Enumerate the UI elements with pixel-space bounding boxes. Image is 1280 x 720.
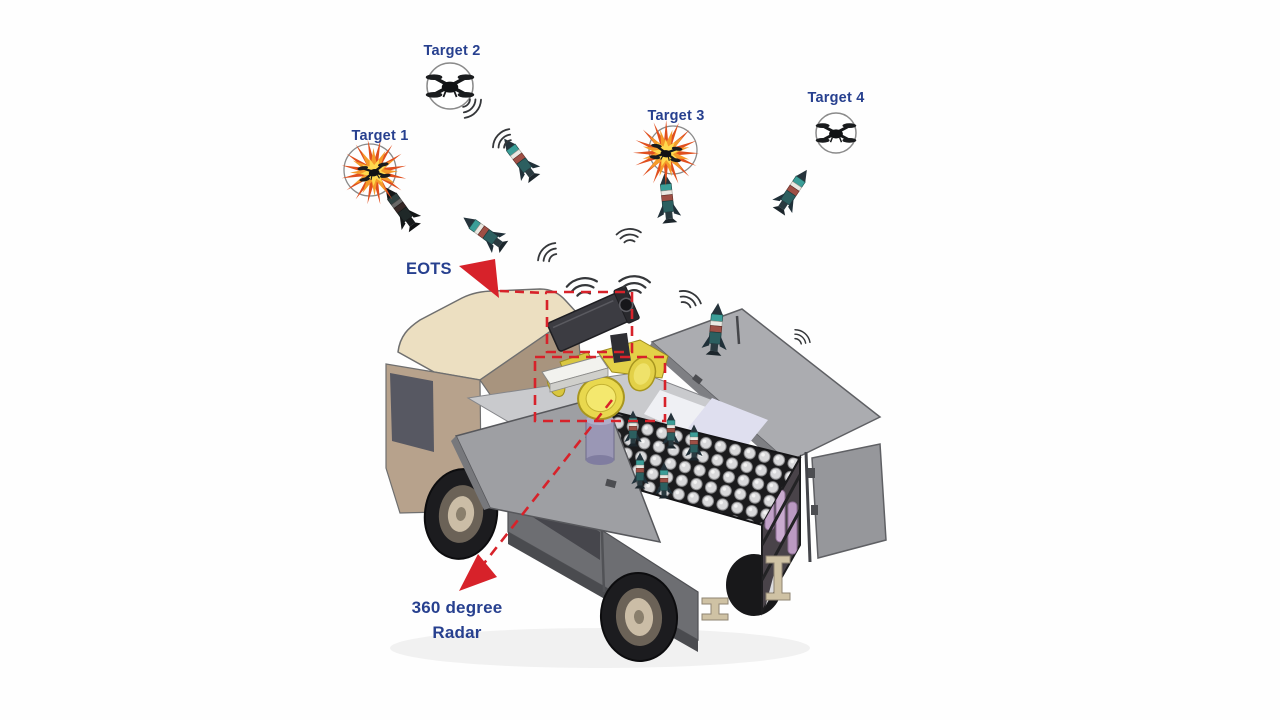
drone-target-4 (814, 112, 858, 154)
radar-callout-line (480, 399, 614, 567)
drone-target-2 (424, 62, 476, 110)
explosion-target-1 (341, 139, 426, 236)
eots-callout-box (545, 290, 634, 354)
explosion-target-3 (633, 120, 699, 225)
label-target-4: Target 4 (807, 90, 865, 106)
ground-shadow (390, 628, 810, 668)
rear-door (804, 443, 887, 563)
eots-mount (610, 332, 631, 363)
middle-wheel (599, 572, 679, 662)
label-360-radar-line2: Radar (432, 623, 482, 642)
missile-hit-target-3 (652, 171, 683, 225)
radar-panel-right (627, 356, 657, 392)
counter-uas-truck (385, 285, 887, 668)
label-target-2: Target 2 (423, 43, 481, 59)
radar-callout-box (533, 355, 667, 423)
interceptor-missile-3 (768, 162, 818, 219)
label-eots: EOTS (406, 260, 452, 278)
eots-callout-line (499, 289, 548, 295)
red-callouts (459, 259, 667, 591)
turret-pedestal (585, 415, 615, 465)
radar-arrow (459, 554, 497, 591)
antenna-rod (735, 315, 741, 345)
label-target-3: Target 3 (647, 108, 705, 124)
label-360-radar-line1: 360 degree (411, 598, 503, 617)
support-stands (701, 555, 791, 621)
deck-opening-lavender (688, 398, 768, 452)
iff-antenna (541, 355, 609, 393)
label-target-1: Target 1 (351, 128, 409, 144)
eots-arrow (459, 259, 499, 298)
cab-roof (397, 288, 579, 381)
cab-windshield (390, 373, 434, 452)
interceptor-missile-2 (455, 207, 512, 258)
